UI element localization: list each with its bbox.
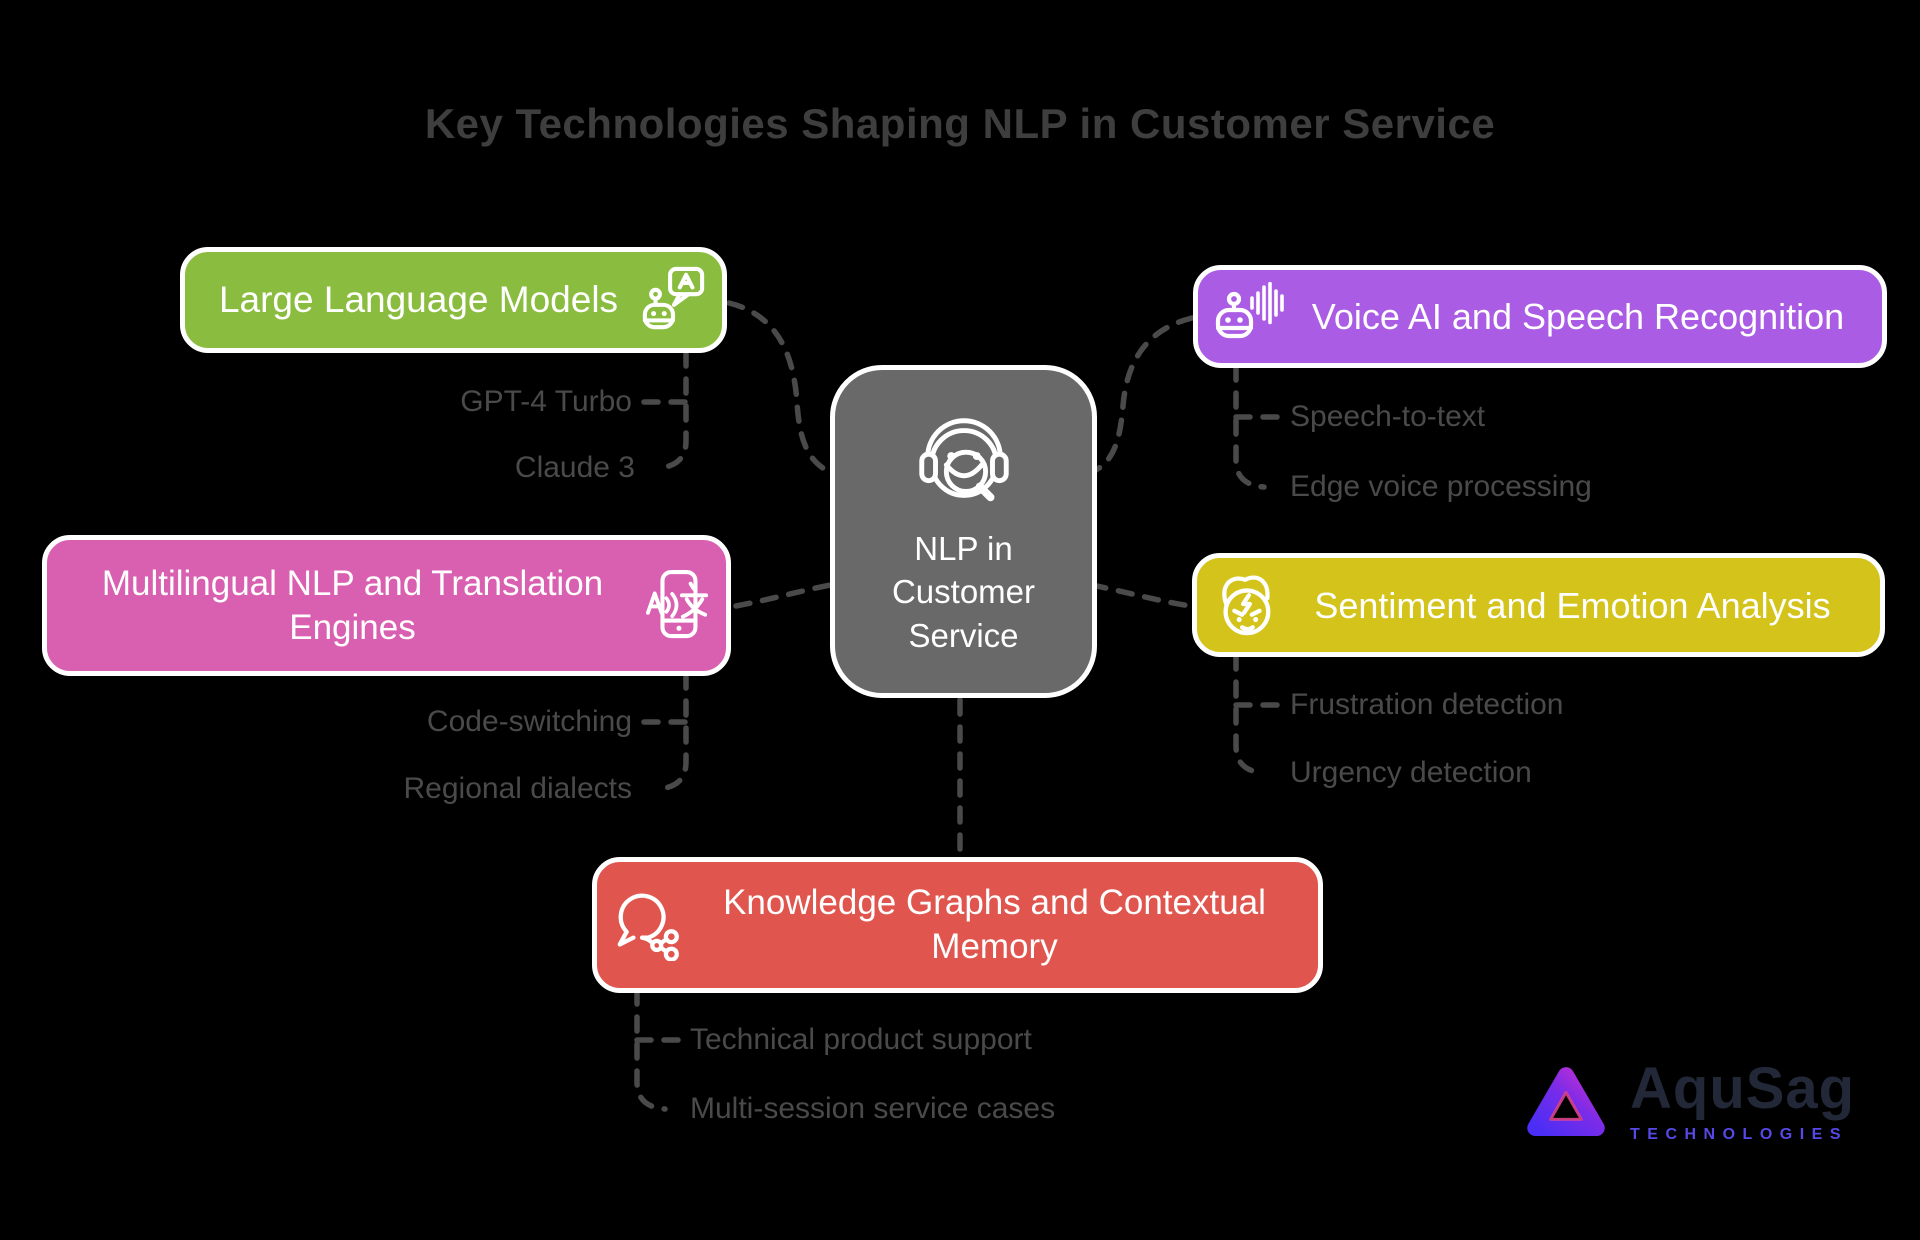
connector-voice-center [1089, 315, 1195, 475]
company-logo: AquSag TECHNOLOGIES [1518, 1060, 1855, 1148]
connector-multiling-center [733, 582, 833, 609]
page-title: Key Technologies Shaping NLP in Customer… [424, 100, 1496, 147]
connector-llm-center [726, 300, 833, 475]
sub-label-frustration-detection: Frustration detection [1290, 688, 1564, 721]
customer-service-headset-icon [903, 406, 1025, 521]
sub-label-code-switching: Code-switching [426, 705, 632, 738]
logo-tagline: TECHNOLOGIES [1630, 1126, 1849, 1143]
node-label: Sentiment and Emotion Analysis [1314, 584, 1831, 626]
node-nlp-in-customer-service: NLP in Customer Service [830, 365, 1097, 698]
logo-mark-icon [1527, 1067, 1605, 1137]
center-node-label: NLP in Customer Service [891, 529, 1036, 654]
sub-label-gpt4-turbo: GPT-4 Turbo [460, 385, 632, 418]
node-label: Large Language Models [218, 278, 619, 320]
knowledge-graph-icon [613, 889, 683, 961]
sub-label-multi-session-service-cases: Multi-session service cases [690, 1092, 1056, 1125]
node-label: Voice AI and Speech Recognition [1311, 296, 1845, 337]
node-sentiment-emotion-analysis: Sentiment and Emotion Analysis [1192, 553, 1885, 657]
node-large-language-models: Large Language Models [180, 247, 727, 353]
connector-sentiment-center [1089, 582, 1193, 609]
branch-llm-vertical [655, 349, 689, 471]
node-multilingual-nlp-translation: Multilingual NLP and Translation Engines [42, 535, 731, 676]
node-label: Multilingual NLP and Translation Engines [101, 563, 604, 647]
node-knowledge-graphs-memory: Knowledge Graphs and Contextual Memory [592, 857, 1323, 993]
branch-knowledge-vertical [634, 987, 668, 1112]
sub-label-urgency-detection: Urgency detection [1290, 756, 1532, 789]
sub-label-edge-voice-processing: Edge voice processing [1290, 470, 1592, 503]
sub-label-claude-3: Claude 3 [514, 451, 635, 484]
branch-multiling-vertical [655, 671, 689, 792]
sub-label-speech-to-text: Speech-to-text [1290, 400, 1486, 433]
sub-label-technical-product-support: Technical product support [690, 1023, 1032, 1056]
node-label: Knowledge Graphs and Contextual Memory [723, 883, 1266, 966]
branch-voice-vertical [1233, 363, 1267, 490]
emotion-face-icon [1213, 571, 1277, 639]
logo-name: AquSag [1630, 1056, 1856, 1121]
voice-robot-icon [1214, 281, 1286, 352]
branch-sentiment-vertical [1233, 652, 1267, 776]
chatbot-icon [640, 265, 706, 335]
translation-phone-icon [646, 569, 710, 643]
node-voice-ai-speech-recognition: Voice AI and Speech Recognition [1193, 265, 1887, 368]
sub-label-regional-dialects: Regional dialects [403, 772, 632, 805]
